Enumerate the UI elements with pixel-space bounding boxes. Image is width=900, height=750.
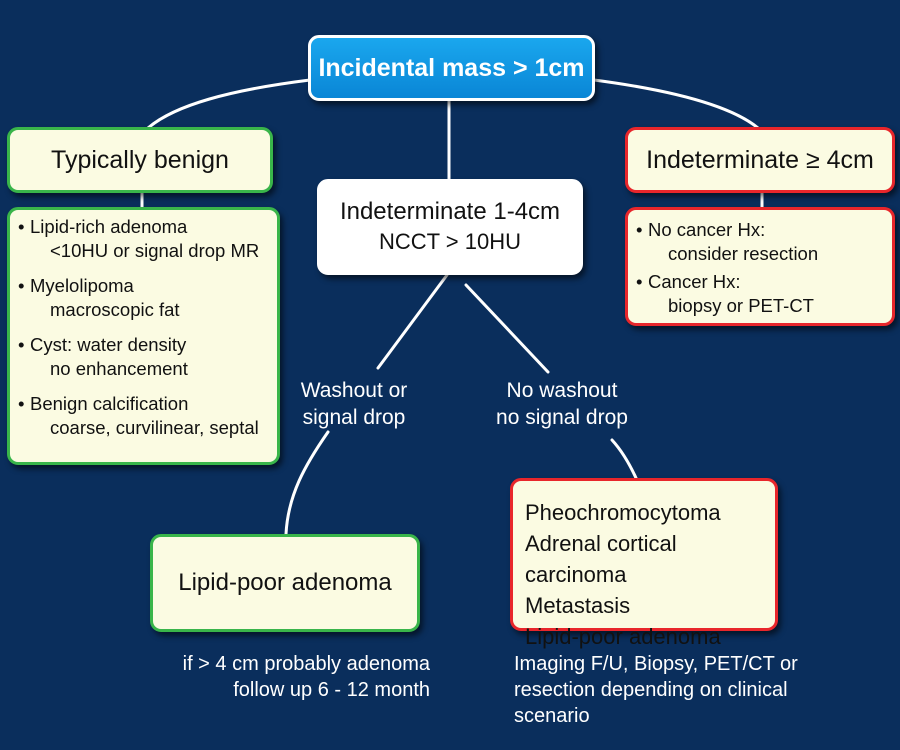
large-item: Cancer Hx: biopsy or PET-CT [634,270,888,318]
lipid-poor-label: Lipid-poor adenoma [178,569,392,596]
differential-node: Pheochromocytoma Adrenal cortical carcin… [510,478,778,649]
benign-list-node: Lipid-rich adenoma <10HU or signal drop … [7,207,280,465]
connector-root-benign [146,78,312,130]
connector-nowashout-differential [610,438,638,480]
indeterminate-large-node: Indeterminate ≥ 4cm [625,127,895,193]
indeterminate-large-list-node: No cancer Hx: consider resection Cancer … [625,207,895,326]
branch-no-washout-label: No washout no signal drop [496,379,628,429]
benign-item: Cyst: water density no enhancement [16,333,273,381]
note-right: Imaging F/U, Biopsy, PET/CT or resection… [514,653,798,727]
note-left: if > 4 cm probably adenoma follow up 6 -… [182,653,430,701]
indeterminate-small-node: Indeterminate 1-4cm NCCT > 10HU [317,179,583,275]
benign-header-label: Typically benign [51,145,229,174]
connector-small-washout [376,273,449,370]
lipid-poor-node: Lipid-poor adenoma [150,534,420,632]
benign-item: Myelolipoma macroscopic fat [16,274,273,322]
connector-root-large [592,78,760,130]
indeterminate-small-line1: Indeterminate 1-4cm [339,198,561,225]
large-item: No cancer Hx: consider resection [634,218,888,266]
connector-washout-lipidpoor [284,430,330,536]
benign-item: Benign calcification coarse, curvilinear… [16,392,273,440]
benign-header-node: Typically benign [7,127,273,193]
differential-item: Metastasis [525,593,631,618]
branch-washout-label: Washout or signal drop [300,379,408,429]
connector-small-nowashout [464,283,550,374]
differential-item: Pheochromocytoma [525,500,721,525]
indeterminate-large-label: Indeterminate ≥ 4cm [646,145,874,174]
root-node: Incidental mass > 1cm [308,35,595,101]
differential-item: Lipid-poor adenoma [525,624,721,649]
root-node-label: Incidental mass > 1cm [318,53,585,82]
indeterminate-small-line2: NCCT > 10HU [378,229,522,254]
differential-item: Adrenal cortical carcinoma [525,531,677,587]
benign-item: Lipid-rich adenoma <10HU or signal drop … [16,215,273,263]
